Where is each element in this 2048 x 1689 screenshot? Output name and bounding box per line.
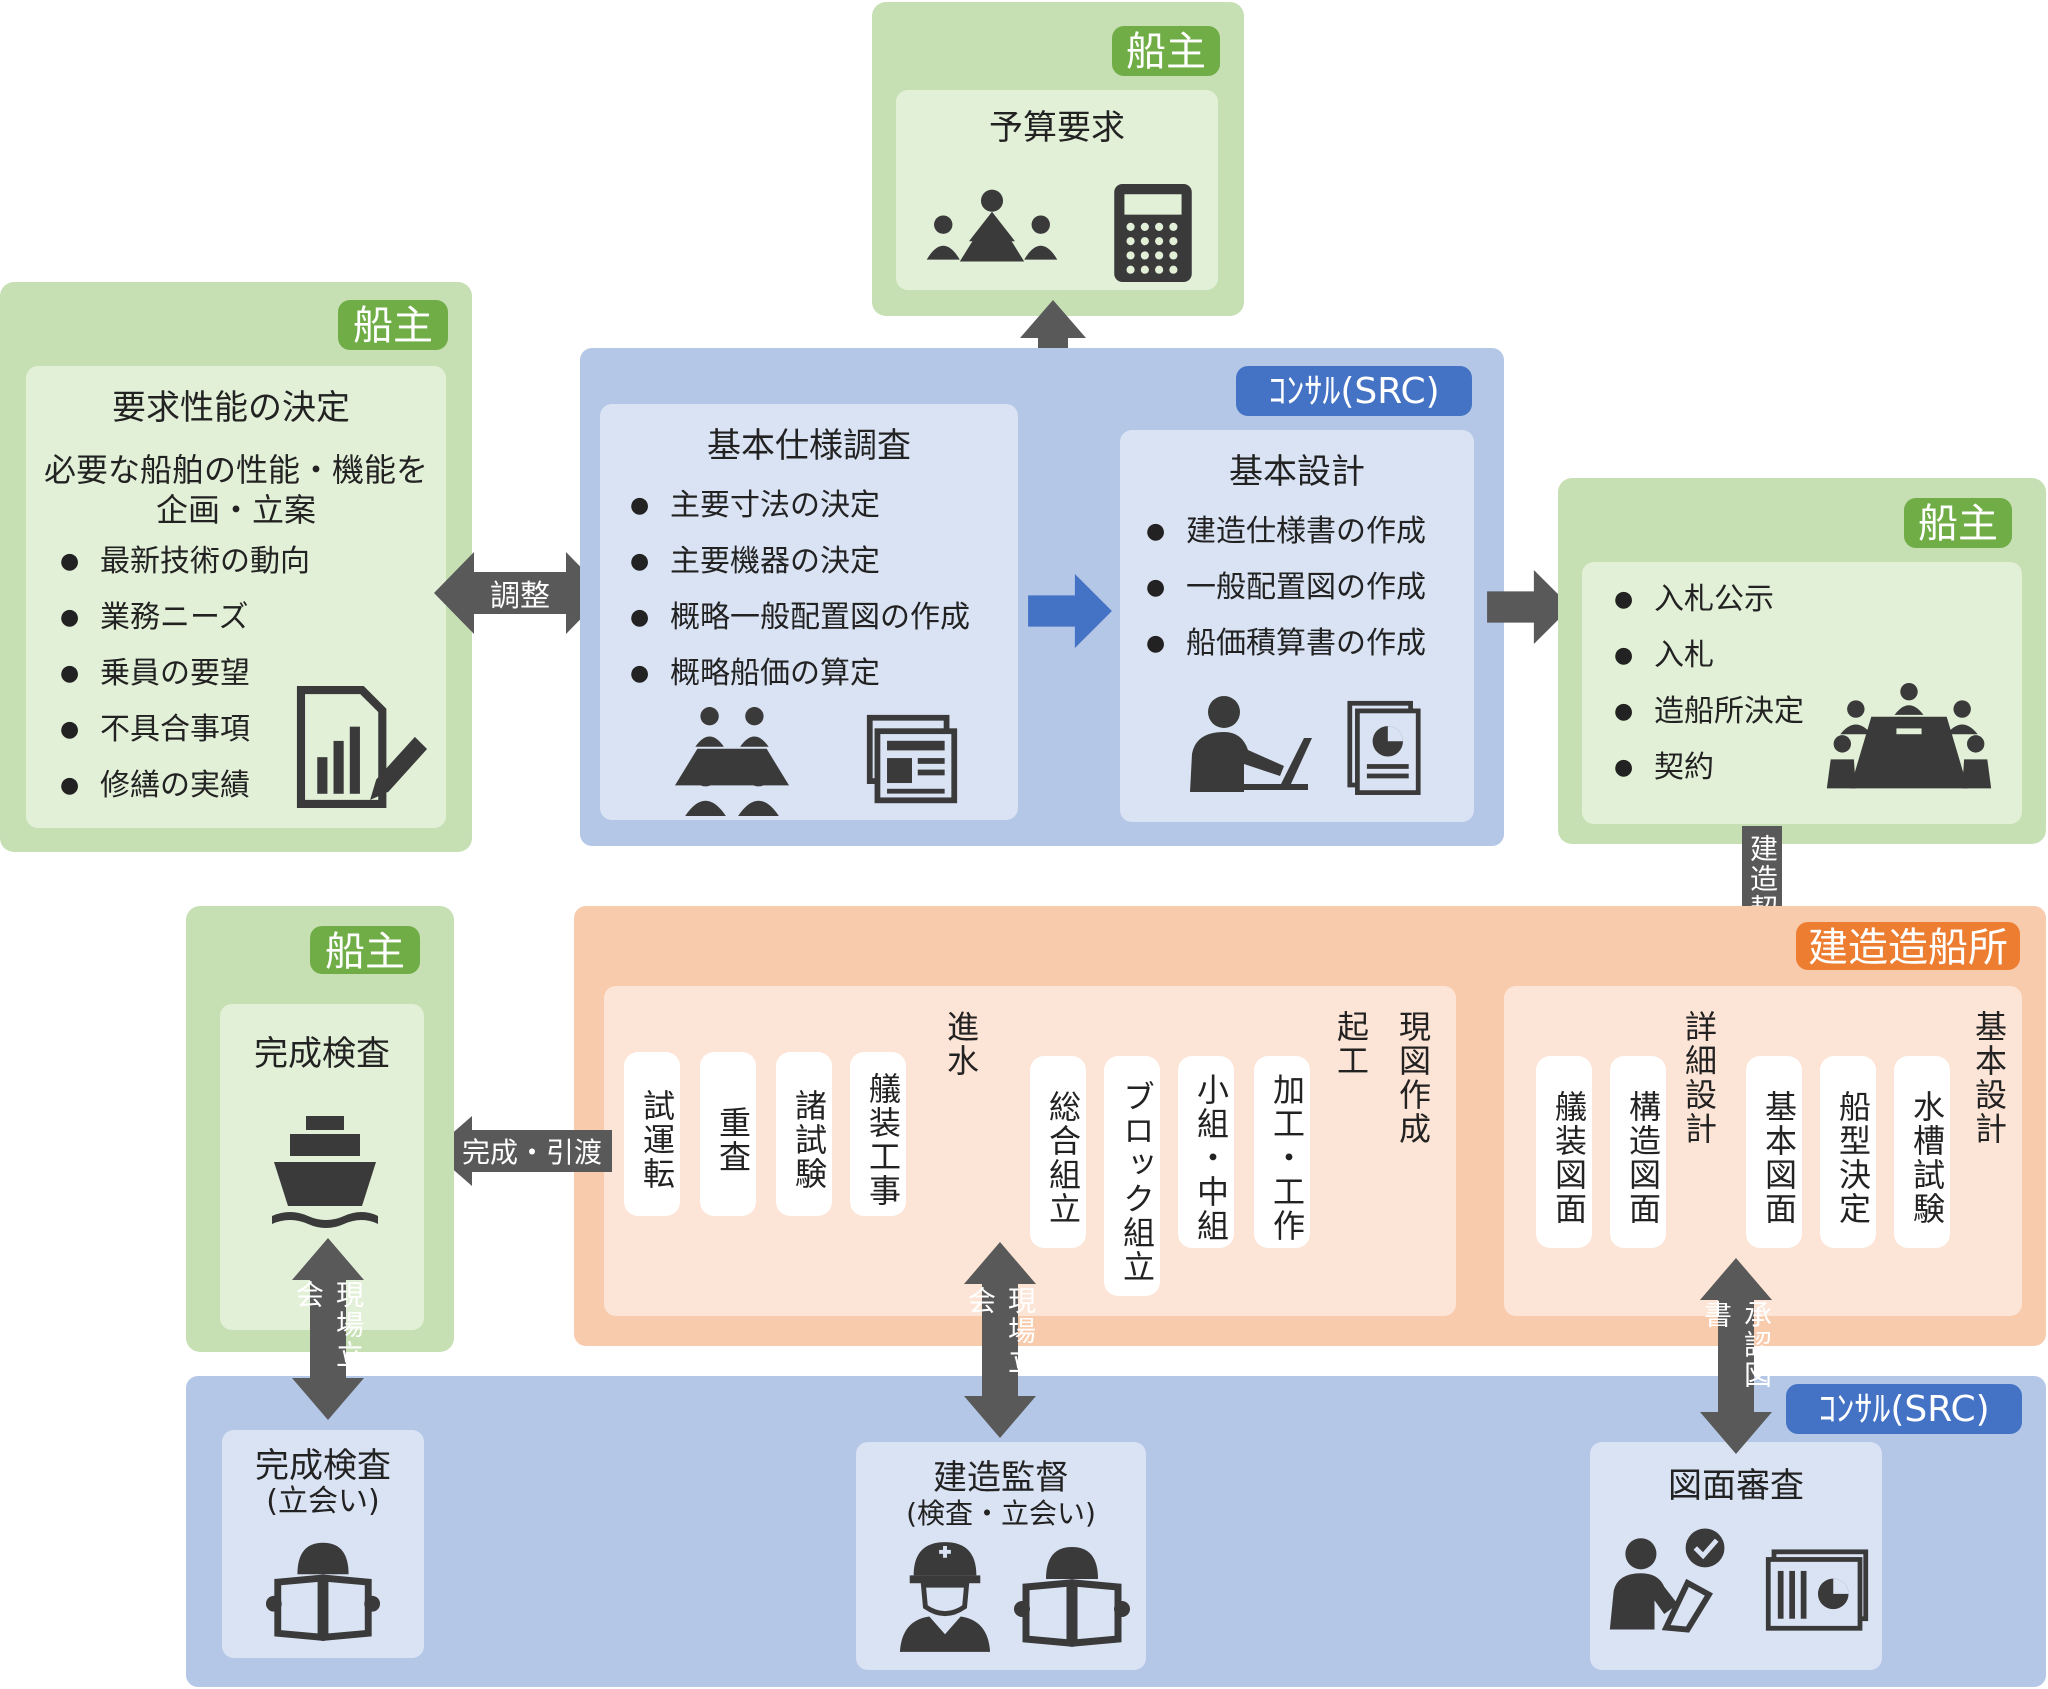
requirements-subtitle-1: 必要な船舶の性能・機能を [43,451,428,489]
list-item: 修繕の実績 [46,758,310,814]
consultant-badge-bottom: ｺﾝｻﾙ(SRC) [1786,1384,2022,1434]
step-fabrication: 加工・工作 [1254,1056,1310,1248]
handover-left-arrow [432,1116,612,1186]
list-item: 造船所決定 [1600,684,1804,740]
adjust-double-arrow [434,552,606,634]
pie-report-icon [1347,700,1421,795]
supervision-subtitle: (検査・立会い) [906,1497,1096,1530]
list-item: 概略一般配置図の作成 [616,590,970,646]
list-item: 建造仕様書の作成 [1132,504,1426,560]
approval-check-icon [1609,1528,1725,1633]
site-witness-arrow-left [292,1238,364,1420]
list-item: 不具合事項 [46,702,310,758]
step-sub-assembly: 小組・中組 [1178,1056,1234,1248]
site-worker-icon [899,1542,991,1652]
site-witness-label-center: 現場立会 [964,1286,1037,1376]
step-trial-run: 試運転 [624,1052,680,1216]
list-item: 乗員の要望 [46,646,310,702]
step-hull-form: 船型決定 [1820,1056,1876,1248]
newspaper-icon [866,714,958,804]
reading-inspector-icon [265,1542,381,1641]
step-inspection: 重査 [700,1052,756,1216]
site-witness-arrow-center [964,1242,1036,1438]
conference-table-icon [1826,682,1992,789]
team-meeting-icon [674,707,790,816]
shipyard-badge: 建造造船所 [1796,922,2020,971]
basic-design-title: 基本設計 [1229,452,1365,492]
blueprint-icon [1765,1549,1869,1631]
step-basic-drawings: 基本図面 [1746,1056,1802,1248]
list-item: 主要機器の決定 [616,534,970,590]
review-title: 図面審査 [1668,1466,1804,1506]
list-item: 入札公示 [1600,572,1804,628]
approval-label: 承認図書 [1700,1300,1773,1390]
list-item: 主要寸法の決定 [616,478,970,534]
right-arrow-gray [1487,569,1571,645]
basic-spec-title: 基本仕様調査 [707,426,911,466]
step-tank-test: 水槽試験 [1894,1056,1950,1248]
list-item: 概略船価の算定 [616,646,970,702]
handover-label: 完成・引渡 [461,1136,602,1169]
step-block-assembly: ブロック組立 [1104,1056,1160,1296]
supervision-panel [856,1442,1146,1670]
step-structural-drawings: 構造図面 [1610,1056,1666,1248]
step-tests: 諸試験 [776,1052,832,1216]
site-witness-label-left: 現場立会 [292,1280,365,1370]
calculator-icon [1114,184,1192,282]
budget-owner-badge: 船主 [1112,26,1220,76]
list-item: 最新技術の動向 [46,534,310,590]
report-chart-icon [296,686,428,808]
requirements-subtitle-2: 企画・立案 [155,491,316,529]
requirements-owner-badge: 船主 [338,300,448,350]
step-outfitting-drawings: 艤装図面 [1536,1056,1592,1248]
adjust-label: 調整 [490,579,550,614]
list-item: 一般配置図の作成 [1132,560,1426,616]
keel-label: 起工 [1332,1010,1370,1078]
list-item: 業務ニーズ [46,590,310,646]
list-item: 契約 [1600,740,1804,796]
approval-arrow [1700,1258,1772,1454]
requirements-list: 最新技術の動向 業務ニーズ 乗員の要望 不具合事項 修繕の実績 [46,534,310,814]
reading-supervisor-icon [1014,1547,1130,1647]
step-assembly: 総合組立 [1030,1056,1086,1248]
basic-design-label-vertical: 基本設計 [1970,1010,2008,1146]
consultant-badge-top: ｺﾝｻﾙ(SRC) [1236,366,1472,416]
requirements-title: 要求性能の決定 [112,388,350,428]
person-laptop-icon [1190,696,1312,792]
launch-label: 進水 [942,1010,980,1078]
basic-spec-list: 主要寸法の決定 主要機器の決定 概略一般配置図の作成 概略船価の算定 [616,478,970,702]
up-arrow [1020,300,1086,386]
drawing-label: 現図作成 [1394,1010,1432,1146]
detail-design-label: 詳細設計 [1680,1010,1718,1146]
budget-title: 予算要求 [989,108,1125,148]
meeting-icon [926,189,1058,262]
inspection-title: 完成検査 [255,1446,391,1486]
tender-owner-badge: 船主 [1904,498,2012,548]
ship-icon [272,1116,378,1228]
tender-list: 入札公示 入札 造船所決定 契約 [1600,572,1804,796]
inspection-subtitle: (立会い) [266,1484,380,1519]
list-item: 入札 [1600,628,1804,684]
supervision-title: 建造監督 [933,1458,1069,1498]
completion-title: 完成検査 [254,1034,390,1074]
step-outfitting: 艤装工事 [850,1052,906,1216]
right-arrow-blue [1028,573,1112,649]
completion-owner-badge: 船主 [310,926,420,975]
basic-design-list: 建造仕様書の作成 一般配置図の作成 船価積算書の作成 [1132,504,1426,672]
list-item: 船価積算書の作成 [1132,616,1426,672]
